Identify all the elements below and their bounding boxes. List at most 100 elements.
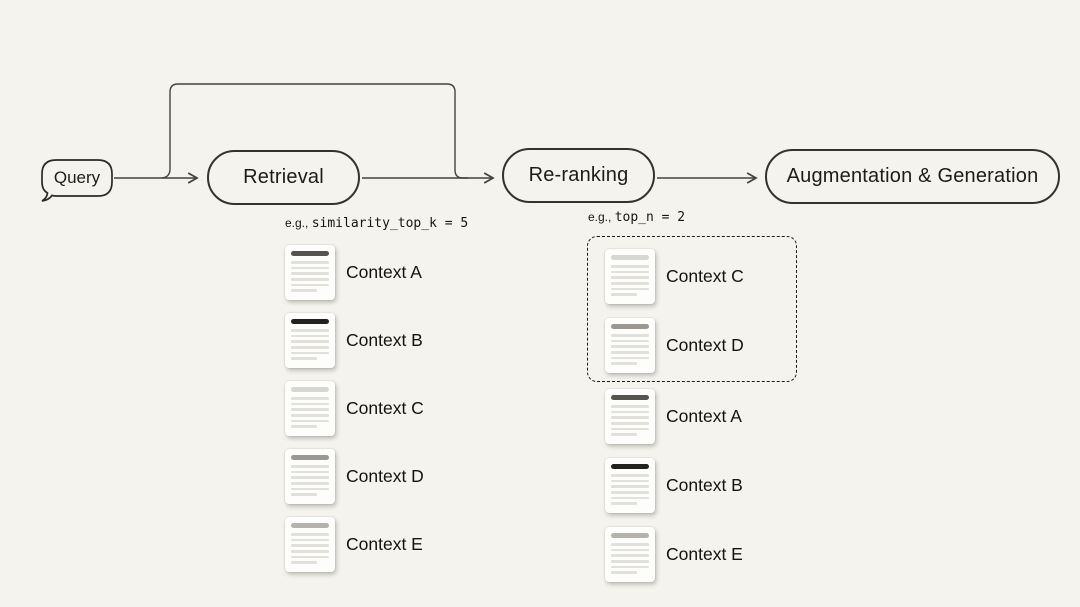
document-text-line	[611, 560, 649, 563]
document-text-line	[291, 397, 329, 400]
document-text-line	[611, 345, 649, 348]
document-text-line	[291, 272, 329, 275]
document-text-line	[291, 261, 329, 264]
document-text-line	[611, 491, 649, 494]
document-title-bar	[291, 523, 329, 528]
stage-augmentation-generation: Augmentation & Generation	[765, 149, 1060, 204]
context-item: Context B	[605, 458, 797, 513]
document-text-line	[291, 465, 329, 468]
context-item: Context C	[605, 249, 744, 304]
document-text-line	[611, 427, 649, 431]
document-icon	[285, 449, 335, 504]
context-item: Context D	[285, 449, 424, 504]
context-label: Context C	[346, 398, 424, 418]
stage-retrieval: Retrieval	[207, 150, 360, 205]
document-text-line	[611, 416, 649, 419]
context-label: Context A	[346, 262, 422, 282]
document-text-line	[291, 402, 329, 406]
document-title-bar	[291, 387, 329, 392]
document-title-bar	[291, 319, 329, 324]
document-title-bar	[611, 255, 649, 260]
document-text-line	[291, 408, 329, 411]
document-text-line	[611, 485, 649, 488]
document-text-line	[611, 293, 637, 297]
document-text-line	[611, 496, 649, 500]
context-label: Context D	[666, 335, 744, 355]
document-text-line	[291, 482, 329, 485]
reranked-group: Context C Context D Context A	[587, 236, 797, 582]
loop-connector	[161, 83, 468, 179]
document-title-bar	[291, 251, 329, 256]
document-text-line	[291, 550, 329, 553]
document-text-line	[291, 487, 329, 491]
document-title-bar	[611, 395, 649, 400]
document-text-line	[291, 425, 317, 429]
context-label: Context C	[666, 266, 744, 286]
document-text-line	[611, 422, 649, 425]
context-label: Context E	[666, 544, 743, 564]
reranked-rest-list: Context A Context B Context E	[587, 382, 797, 582]
context-label: Context B	[346, 330, 423, 350]
document-text-line	[291, 538, 329, 542]
query-node: Query	[53, 168, 101, 187]
document-text-line	[291, 533, 329, 536]
document-text-line	[291, 340, 329, 343]
document-text-line	[611, 270, 649, 274]
document-title-bar	[611, 533, 649, 538]
document-text-line	[291, 357, 317, 361]
caption-code: top_n = 2	[614, 210, 686, 225]
document-text-line	[611, 356, 649, 360]
caption-code: similarity_top_k = 5	[311, 216, 469, 231]
document-text-line	[611, 502, 637, 506]
stage-reranking: Re-ranking	[502, 148, 655, 203]
document-text-line	[611, 571, 637, 575]
document-text-line	[611, 339, 649, 343]
document-text-line	[291, 329, 329, 332]
document-text-line	[291, 476, 329, 479]
context-item: Context E	[285, 517, 424, 572]
document-text-line	[291, 346, 329, 349]
document-text-line	[291, 414, 329, 417]
document-text-line	[611, 265, 649, 268]
document-title-bar	[611, 324, 649, 329]
document-text-line	[611, 565, 649, 569]
context-label: Context A	[666, 406, 742, 426]
document-icon	[605, 318, 655, 373]
document-text-line	[611, 362, 637, 366]
document-text-line	[611, 287, 649, 291]
document-text-line	[611, 405, 649, 408]
document-text-line	[291, 283, 329, 287]
context-item: Context B	[285, 313, 424, 368]
retrieved-list: Context A Context B Context C	[285, 245, 424, 585]
context-item: Context A	[285, 245, 424, 300]
caption-prefix: e.g.,	[285, 216, 312, 230]
document-icon	[605, 389, 655, 444]
document-text-line	[611, 351, 649, 354]
document-text-line	[291, 278, 329, 281]
context-item: Context E	[605, 527, 797, 582]
top-n-selection-box: Context C Context D	[587, 236, 797, 382]
document-text-line	[611, 276, 649, 279]
document-text-line	[291, 470, 329, 474]
document-text-line	[611, 474, 649, 477]
document-text-line	[291, 561, 317, 565]
document-text-line	[291, 266, 329, 270]
document-text-line	[611, 543, 649, 546]
document-text-line	[291, 493, 317, 497]
context-item: Context A	[605, 389, 797, 444]
document-icon	[285, 313, 335, 368]
document-text-line	[611, 334, 649, 337]
document-text-line	[611, 554, 649, 557]
document-icon	[605, 249, 655, 304]
document-text-line	[291, 334, 329, 338]
document-text-line	[611, 433, 637, 437]
context-label: Context E	[346, 534, 423, 554]
document-text-line	[611, 410, 649, 414]
document-icon	[605, 458, 655, 513]
document-text-line	[611, 479, 649, 483]
context-label: Context D	[346, 466, 424, 486]
reranking-parameter-caption: e.g., top_n = 2	[588, 210, 685, 225]
document-icon	[285, 245, 335, 300]
